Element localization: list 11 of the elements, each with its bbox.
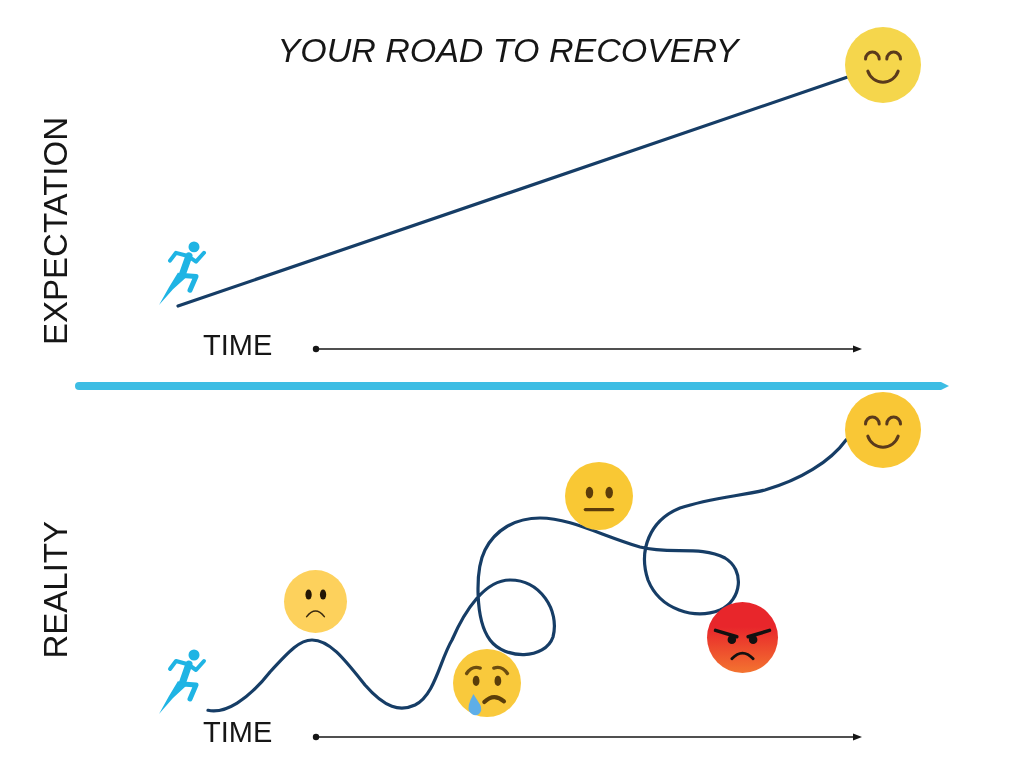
smiling-face-icon: [845, 392, 921, 468]
panel-label: REALITY: [39, 521, 72, 659]
axis-label: TIME: [203, 718, 273, 747]
axis-label: TIME: [203, 331, 273, 360]
panel-label: EXPECTATION: [39, 117, 72, 345]
runner-icon: [158, 240, 208, 306]
smiling-face-icon: [845, 27, 921, 103]
runner-icon: [158, 648, 208, 715]
road-line: [206, 438, 848, 713]
title: YOUR ROAD TO RECOVERY: [277, 33, 739, 67]
road-line: [176, 75, 849, 308]
